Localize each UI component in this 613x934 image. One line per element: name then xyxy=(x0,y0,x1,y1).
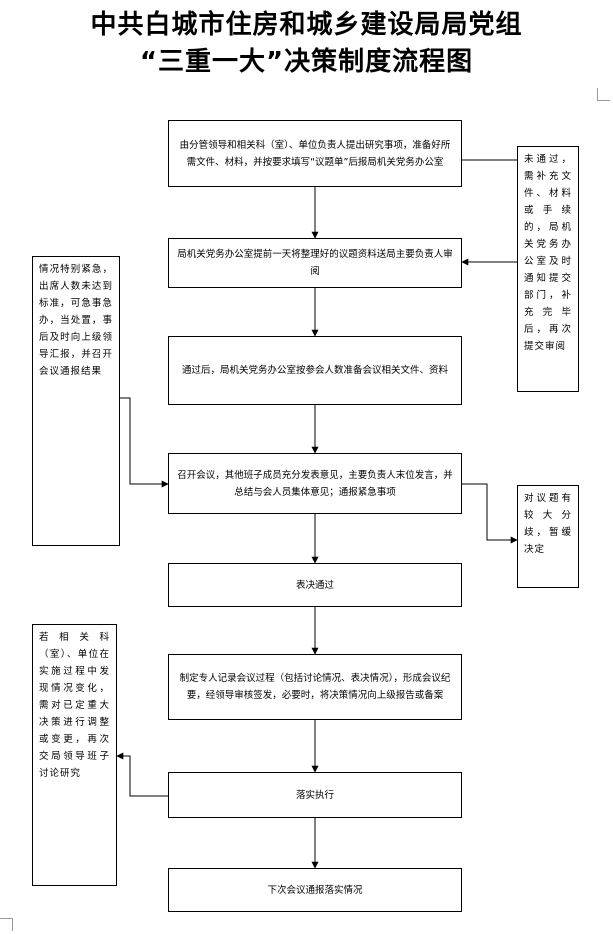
page-corner-mark xyxy=(0,918,13,931)
step-8-box: 下次会议通报落实情况 xyxy=(168,868,462,912)
step-4-box: 召开会议，其他班子成员充分发表意见，主要负责人末位发言，并总结与会人员集体意见；… xyxy=(168,453,462,514)
connector-emergency xyxy=(120,397,169,488)
step-3-box: 通过后，局机关党务办公室按参会人数准备会议相关文件、资料 xyxy=(168,336,462,405)
step-2-box: 局机关党务办公室提前一天将整理好的议题资料送局主要负责人审阅 xyxy=(168,238,462,288)
step-5-box: 表决通过 xyxy=(168,563,462,607)
diagram-title-line2: “三重一大”决策制度流程图 xyxy=(139,47,474,77)
step-6-box: 制定专人记录会议过程（包括讨论情况、表决情况），形成会议纪要，经领导审核签发，必… xyxy=(168,654,462,720)
note-emergency: 情况特别紧急，出席人数未达到标准，可急事急办，当处置，事后及时向上级领导汇报，并… xyxy=(32,256,120,546)
step-1-box: 由分管领导和相关科（室）、单位负责人提出研究事项，准备好所需文件、材料，并按要求… xyxy=(168,120,462,187)
diagram-title-line1: 中共白城市住房和城乡建设局局党组 xyxy=(90,10,523,40)
page-corner-mark xyxy=(597,88,610,101)
connector-disagreement xyxy=(462,483,518,544)
connector-adjustment xyxy=(116,752,168,797)
note-adjustment: 若相关科（室）、单位在实施过程中发现情况变化，需对已定重大决策进行调整或变更，再… xyxy=(32,624,117,886)
step-7-box: 落实执行 xyxy=(168,772,462,818)
note-disagreement: 对议题有较大分歧，暂缓决定 xyxy=(517,485,579,588)
note-not-approved: 未通过，需补充文件、材料或手续的，局机关党务办公室及时通知提交部门，补充完毕后，… xyxy=(517,146,579,392)
